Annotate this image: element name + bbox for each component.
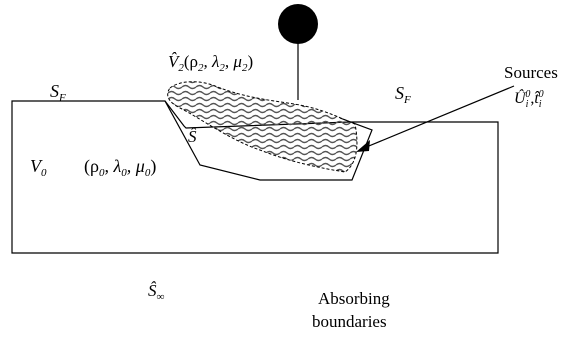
v2-label: V̂2(ρ2, λ2, μ2) xyxy=(168,52,253,74)
source-arrow-head xyxy=(356,140,370,152)
sources-vars-label: Ûi0,t̂i0 xyxy=(514,88,544,110)
valley-polygon xyxy=(164,100,373,181)
v0-label: V0 xyxy=(30,156,47,179)
absorbing-label-line2: boundaries xyxy=(312,312,387,331)
params0-label: (ρ0, λ0, μ0) xyxy=(84,156,156,179)
sf-left-label: SF xyxy=(50,81,66,104)
s-infinity-label: Ŝ∞ xyxy=(148,281,165,303)
source-arrow-line xyxy=(363,85,515,149)
inclusion-region xyxy=(167,81,358,173)
absorbing-label-line1: Absorbing xyxy=(318,289,390,308)
sources-label: Sources xyxy=(504,63,558,82)
station-ball xyxy=(278,4,318,44)
domain-boundary xyxy=(11,100,499,254)
s-hat-label: Ŝ xyxy=(188,127,197,146)
sf-right-label: SF xyxy=(395,83,411,106)
